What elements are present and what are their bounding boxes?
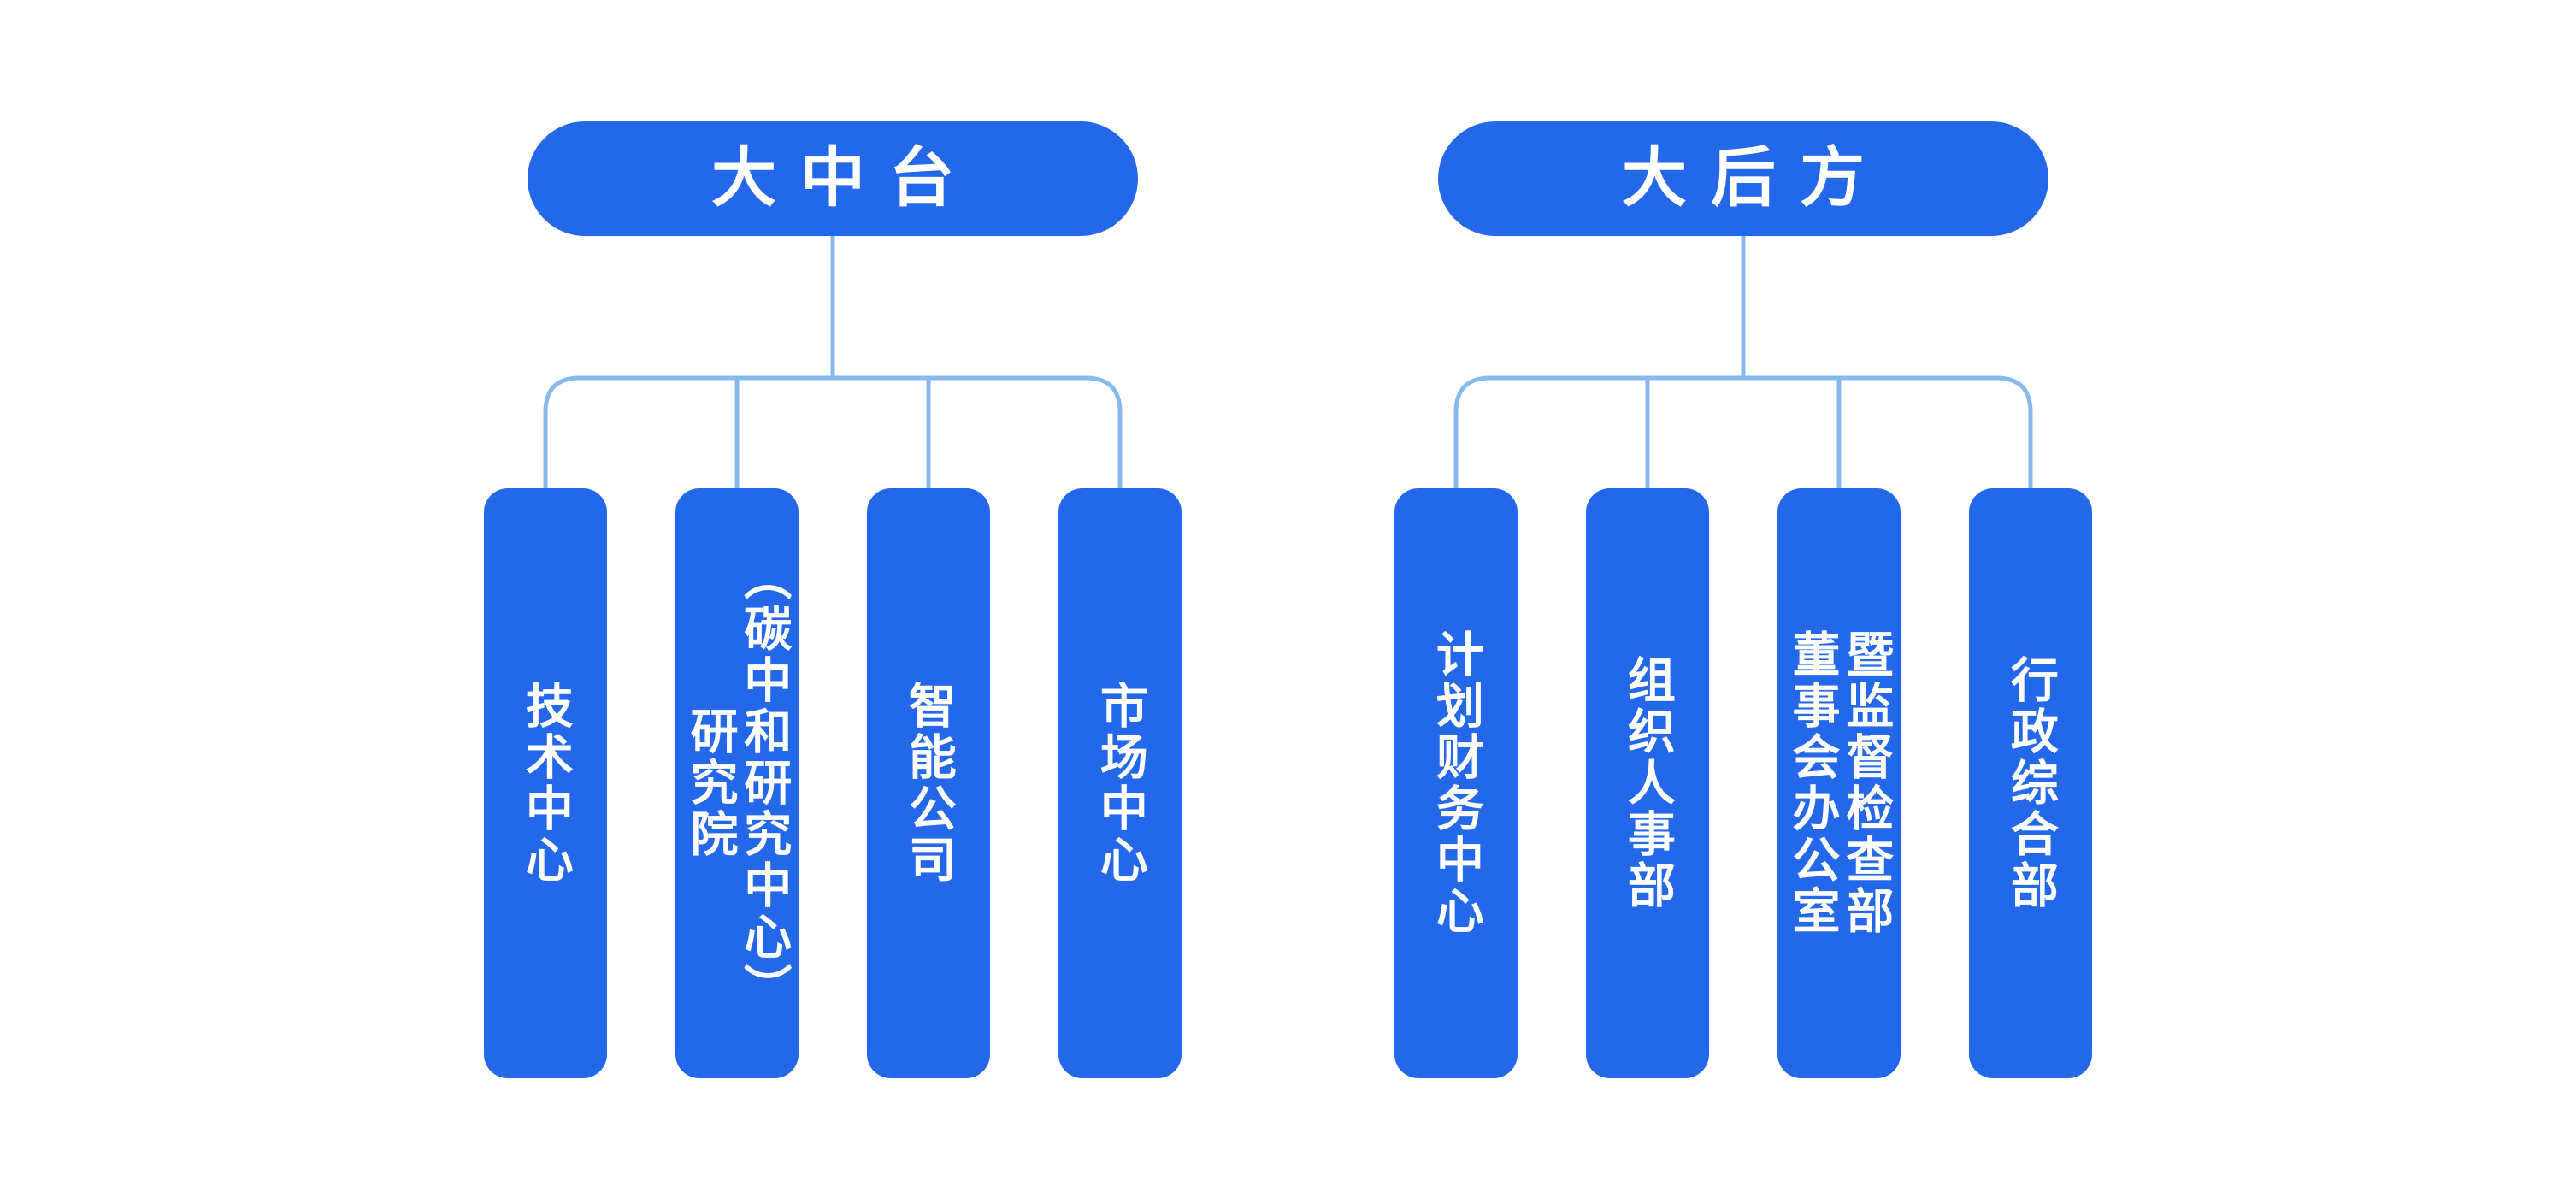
child-node-label: 研究院 （碳中和研究中心） <box>684 552 792 1014</box>
child-node-shichang-zhongxin[interactable]: 市场中心 <box>1058 488 1182 1078</box>
child-node-zuzhi-renshi-bu[interactable]: 组织人事部 <box>1586 488 1709 1078</box>
child-node-jishu-zhongxin[interactable]: 技术中心 <box>484 488 607 1078</box>
connector-right-bus <box>1453 375 2033 495</box>
parent-node-dahoufang[interactable]: 大后方 <box>1438 121 2048 236</box>
child-node-xingzheng-zonghe-bu[interactable]: 行政综合部 <box>1969 488 2092 1078</box>
connector-left-bus <box>543 375 1123 495</box>
parent-node-label: 大后方 <box>1622 142 1889 215</box>
child-node-dongshihui-bangongshi[interactable]: 董事会办公室 暨监督检查部 <box>1777 488 1901 1078</box>
parent-node-dazhongtai[interactable]: 大中台 <box>528 121 1138 236</box>
child-node-jihua-caiwu-zhongxin[interactable]: 计划财务中心 <box>1394 488 1518 1078</box>
parent-node-label: 大中台 <box>711 142 978 215</box>
child-node-yanjiuyuan[interactable]: 研究院 （碳中和研究中心） <box>675 488 799 1078</box>
child-node-label: 市场中心 <box>1093 681 1148 886</box>
child-node-label: 技术中心 <box>519 681 574 886</box>
child-node-label: 计划财务中心 <box>1429 629 1484 937</box>
child-node-zhineng-gongsi[interactable]: 智能公司 <box>867 488 990 1078</box>
child-node-label: 董事会办公室 暨监督检查部 <box>1786 629 1894 937</box>
child-node-label: 行政综合部 <box>2004 655 2059 912</box>
child-node-label: 智能公司 <box>902 681 957 886</box>
child-node-label: 组织人事部 <box>1621 655 1676 912</box>
